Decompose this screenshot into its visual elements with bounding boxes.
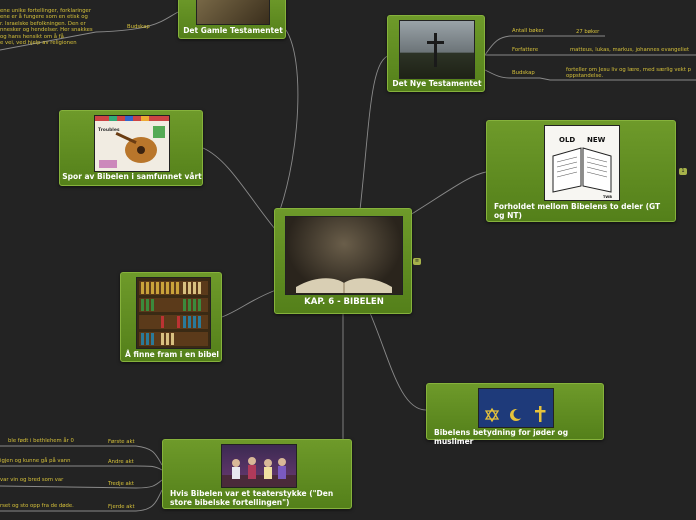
akt-label: Første akt bbox=[108, 439, 135, 445]
bible-image bbox=[285, 216, 403, 295]
nye-budskap-label: Budskap bbox=[512, 70, 535, 76]
center-notes-badge[interactable]: ≡ bbox=[413, 258, 421, 265]
center-title: KAP. 6 - BIBELEN bbox=[304, 297, 384, 307]
forholdet-badge[interactable]: 1 bbox=[679, 168, 687, 175]
node-forholdet[interactable]: OLD NEW TWB Forholdet mellom Bibelens to… bbox=[486, 120, 676, 222]
antall-value: 27 bøker bbox=[576, 29, 600, 35]
open-bible-icon bbox=[296, 278, 392, 293]
new-text: NEW bbox=[587, 136, 606, 144]
religion-symbols-image bbox=[478, 388, 554, 428]
old-text: OLD bbox=[559, 136, 575, 144]
budskap-line: forteller om Jesu liv og lære, med særli… bbox=[566, 67, 691, 73]
guitar-illustration-icon: Troubles bbox=[95, 116, 169, 168]
node-label: Det Nye Testamentet bbox=[392, 79, 482, 88]
node-label: Det Gamle Testamentet bbox=[183, 26, 283, 35]
node-label: Spor av Bibelen i samfunnet vårt bbox=[62, 172, 202, 181]
node-nye-testamentet[interactable]: Det Nye Testamentet bbox=[387, 15, 485, 92]
node-label: Bibelens betydning for jøder og muslimer bbox=[434, 428, 569, 446]
cross-landscape-image bbox=[399, 20, 475, 79]
antall-label: Antall bøker bbox=[512, 28, 544, 34]
forfattere-value: matteus, lukas, markus, johannes evangel… bbox=[570, 47, 690, 53]
node-spor-av-bibelen[interactable]: Troubles Spor av Bibelen i samfunnet vår… bbox=[59, 110, 203, 186]
node-gamle-testamentet[interactable]: Det Gamle Testamentet bbox=[178, 0, 286, 39]
old-testament-image bbox=[196, 0, 270, 25]
akt-text: var vin og bred som var bbox=[0, 477, 64, 483]
node-center-bibelen[interactable]: KAP. 6 - BIBELEN bbox=[274, 208, 412, 314]
crescent-icon bbox=[510, 409, 524, 421]
node-label: Forholdet mellom Bibelens to deler (GT o… bbox=[494, 202, 661, 220]
budskap-line: nnesker og hendelser. Her snakkes bbox=[0, 27, 93, 34]
open-book-icon: OLD NEW TWB bbox=[552, 136, 612, 199]
forfattere-label: Forfattere bbox=[512, 47, 539, 53]
theater-image bbox=[221, 444, 297, 488]
akt-text: rset og sto opp fra de døde. bbox=[0, 503, 74, 509]
bookshelf-icon bbox=[139, 281, 208, 346]
corner-text: TWB bbox=[603, 195, 612, 199]
budskap-line: ene er å fungere som en etisk og bbox=[0, 14, 88, 21]
akt-text: ble født i bethlehem år 0 bbox=[8, 438, 74, 444]
budskap-line: og hans hensikt om å få bbox=[0, 33, 64, 40]
cross-icon bbox=[427, 33, 444, 67]
budskap-line: r. Israelske befolkningen. Den er bbox=[0, 20, 86, 27]
star-of-david-icon bbox=[484, 407, 500, 423]
theater-scene-icon bbox=[222, 457, 296, 487]
old-new-book-image: OLD NEW TWB bbox=[544, 125, 620, 201]
akt-label: Fjerde akt bbox=[108, 504, 135, 510]
akt-label: Tredje akt bbox=[108, 481, 134, 487]
node-bibelens-betydning[interactable]: Bibelens betydning for jøder og muslimer bbox=[426, 383, 604, 445]
spor-image: Troubles bbox=[94, 115, 170, 172]
akt-label: Andre akt bbox=[108, 459, 134, 465]
akt-text: igjen og kunne gå på vann bbox=[0, 458, 71, 464]
budskap-line: oppstandelse. bbox=[566, 73, 604, 80]
node-label: Å finne fram i en bibel bbox=[125, 350, 219, 359]
node-label: Hvis Bibelen var et teaterstykke ("Den s… bbox=[170, 489, 334, 507]
gamle-budskap-label: Budskap bbox=[127, 24, 150, 30]
spor-image-text: Troubles bbox=[98, 127, 120, 133]
node-teater[interactable]: Hvis Bibelen var et teaterstykke ("Den s… bbox=[162, 439, 352, 509]
budskap-line: ene unike fortellinger, forklaringer bbox=[0, 8, 91, 14]
religion-symbols bbox=[484, 406, 546, 423]
latin-cross-icon bbox=[535, 406, 546, 422]
node-finne-fram[interactable]: Å finne fram i en bibel bbox=[120, 272, 222, 362]
bookshelf-image bbox=[136, 277, 211, 349]
budskap-line: e vei, ved hjelp av religionen bbox=[0, 40, 77, 46]
